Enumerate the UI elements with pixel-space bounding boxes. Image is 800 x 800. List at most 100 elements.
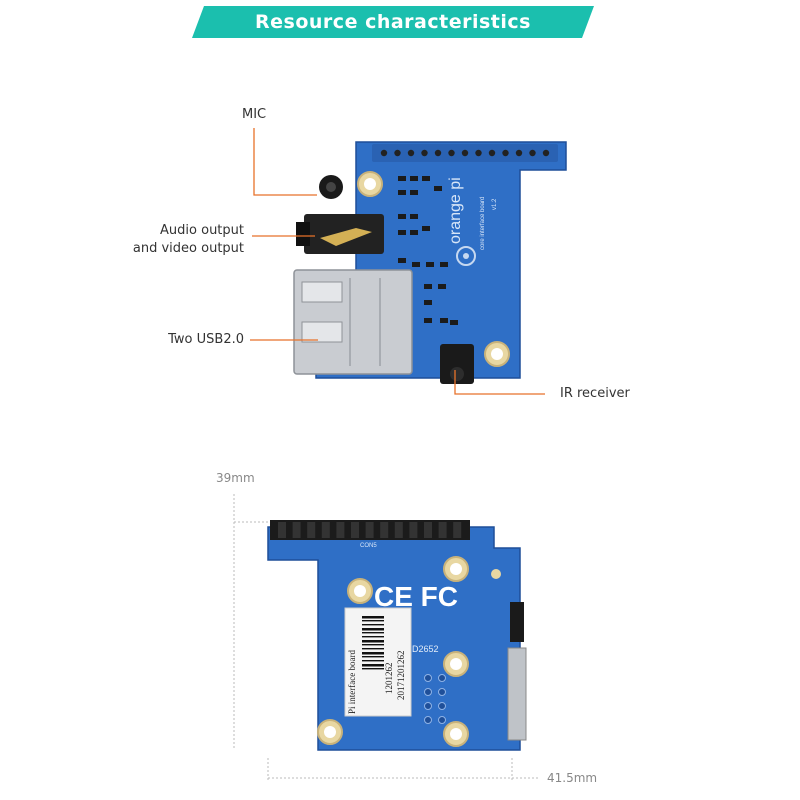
header-pin — [394, 149, 401, 157]
front-silk-version: v1.2 — [492, 198, 498, 210]
header-pin — [448, 149, 455, 157]
barcode-bar — [362, 656, 384, 658]
header-pin — [515, 149, 523, 157]
smd-part — [410, 214, 418, 219]
label-sticker: Pi interface board 1201262 20171201262 — [344, 607, 412, 717]
via — [438, 674, 446, 682]
mount-hole-inner — [491, 348, 503, 360]
smd-part — [440, 262, 448, 267]
barcode-bar — [362, 624, 384, 626]
via — [424, 688, 432, 696]
smd-part — [450, 320, 458, 325]
barcode-bar — [362, 660, 384, 662]
banner-title: Resource characteristics — [255, 11, 531, 33]
dimension-lines — [233, 494, 540, 782]
header-pin — [434, 149, 442, 157]
barcode-bar — [362, 628, 384, 631]
header-pin — [278, 522, 286, 538]
header-pin — [529, 149, 536, 157]
banner-shape — [192, 6, 594, 38]
sticker-line-2: 1201262 — [384, 663, 394, 695]
smd-part — [410, 190, 418, 195]
header-pin — [502, 149, 509, 157]
header-pin — [292, 522, 301, 538]
header-pin — [438, 522, 447, 538]
smd-part — [412, 262, 420, 267]
smd-part — [438, 284, 446, 289]
header-pin — [336, 522, 345, 538]
header-pin — [488, 149, 496, 157]
smd-part — [434, 186, 442, 191]
label-audio-line1: Audio output — [160, 223, 244, 238]
header-pin — [542, 149, 550, 157]
smd-part — [410, 176, 418, 181]
front-silk-brand: orange pi — [447, 177, 464, 244]
label-mic: MIC — [242, 107, 267, 122]
audio-jack — [296, 214, 384, 254]
via — [438, 716, 446, 724]
barcode-bar — [362, 664, 384, 667]
barcode-bar — [362, 616, 384, 619]
header-pin — [380, 522, 389, 538]
label-ir-receiver: IR receiver — [560, 386, 630, 401]
header-pin — [365, 522, 374, 538]
barcode-bar — [362, 632, 384, 634]
barcode-bar — [362, 636, 384, 638]
orange-pi-logo — [456, 246, 476, 266]
cert-marks: CE FC — [374, 581, 458, 612]
header-pin — [351, 522, 359, 538]
header-pin — [475, 149, 482, 157]
ir-receiver — [440, 344, 474, 384]
back-serial: D2652 — [412, 644, 439, 654]
smd-part — [398, 258, 406, 263]
smd-part — [424, 300, 432, 305]
barcode-bar — [362, 644, 384, 646]
front-silk-sub: core interface board — [480, 197, 486, 250]
header-pin — [424, 522, 432, 538]
smd-part — [426, 262, 434, 267]
usb-connector — [293, 269, 413, 375]
smd-part — [398, 214, 406, 219]
vias — [424, 674, 446, 724]
smd-part — [424, 284, 432, 289]
barcode-bar — [362, 668, 384, 670]
label-usb: Two USB2.0 — [168, 332, 244, 347]
smd-part — [422, 226, 430, 231]
header-pin — [321, 522, 330, 538]
via — [438, 688, 446, 696]
header-pin — [407, 149, 415, 157]
barcode-bar — [362, 652, 384, 655]
via — [424, 716, 432, 724]
smd-components — [398, 176, 458, 325]
via — [438, 702, 446, 710]
via — [424, 702, 432, 710]
smd-part — [398, 230, 406, 235]
header-pin — [380, 149, 388, 157]
header-pin — [461, 149, 469, 157]
callout-line-mic — [253, 128, 317, 196]
dimension-height: 39mm — [216, 471, 255, 485]
barcode-bar — [362, 620, 384, 622]
board-front: orange pi core interface board v1.2 — [293, 141, 567, 384]
back-header-silk: CON5 — [360, 543, 377, 549]
side-jack — [510, 602, 524, 642]
mount-hole-inner — [364, 178, 376, 190]
title-banner: Resource characteristics — [192, 6, 594, 38]
label-audio-line2: and video output — [132, 241, 244, 256]
side-usb — [507, 647, 527, 741]
dimension-width: 41.5mm — [547, 771, 598, 785]
smd-part — [424, 318, 432, 323]
smd-part — [398, 176, 406, 181]
header-pin — [394, 522, 403, 538]
callout-line-ir — [454, 370, 545, 395]
header-pin — [421, 149, 428, 157]
header-pin — [409, 522, 418, 538]
smd-part — [410, 230, 418, 235]
smd-part — [398, 190, 406, 195]
barcode-bar — [362, 640, 384, 643]
header-pin — [453, 522, 462, 538]
smd-part — [422, 176, 430, 181]
sticker-line-3: 20171201262 — [396, 651, 406, 701]
smd-part — [440, 318, 448, 323]
